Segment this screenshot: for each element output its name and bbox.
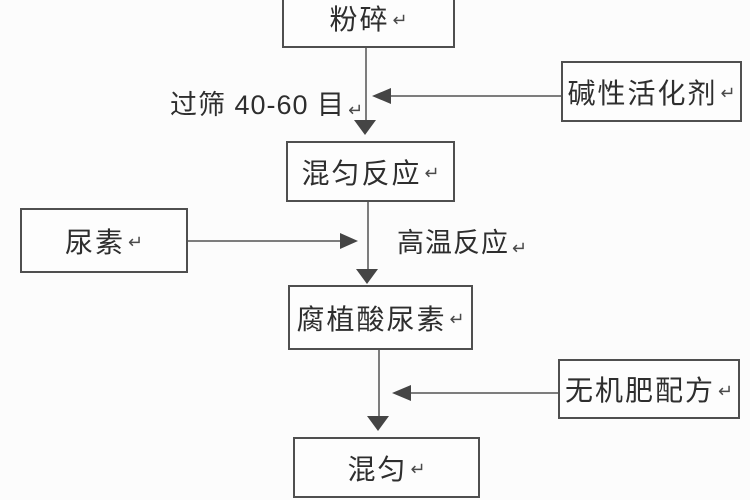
return-mark-icon: ↵: [392, 9, 408, 30]
edge-label-sieve: 过筛 40-60 目↵: [170, 83, 363, 122]
arrow-humic-to-mix-line: [378, 350, 380, 418]
edge-label-high-temp-reaction-text: 高温反应: [397, 228, 509, 258]
node-mix-reaction: 混匀反应↵: [286, 141, 455, 202]
return-mark-icon: ↵: [717, 380, 734, 401]
node-urea: 尿素↵: [20, 208, 188, 273]
arrow-down-icon: [356, 269, 378, 284]
return-mark-icon: ↵: [512, 238, 528, 258]
node-crush-label: 粉碎: [329, 4, 390, 35]
arrow-urea-to-flow-line: [188, 240, 341, 242]
arrow-left-icon: [372, 88, 391, 104]
edge-label-sieve-text: 过筛 40-60 目: [170, 90, 346, 120]
arrow-right-icon: [340, 233, 358, 249]
arrow-down-icon: [354, 120, 376, 135]
node-crush: 粉碎↵: [282, 0, 455, 48]
node-mix-reaction-label: 混匀反应: [301, 157, 422, 189]
node-mix-label: 混匀: [347, 453, 408, 485]
arrow-down-icon: [367, 416, 389, 431]
arrow-mix-reaction-to-humic-line: [367, 202, 369, 271]
return-mark-icon: ↵: [348, 100, 364, 120]
node-humic-acid-urea: 腐植酸尿素↵: [288, 285, 473, 350]
arrow-left-icon: [392, 385, 411, 401]
node-alkaline-activator: 碱性活化剂↵: [561, 61, 742, 122]
edge-label-high-temp-reaction: 高温反应↵: [397, 221, 527, 260]
arrow-inorganic-to-flow-line: [410, 392, 558, 394]
return-mark-icon: ↵: [449, 309, 465, 329]
return-mark-icon: ↵: [424, 163, 440, 183]
arrow-alkaline-to-flow-line: [390, 95, 561, 97]
node-humic-acid-urea-label: 腐植酸尿素: [296, 303, 447, 335]
node-alkaline-activator-label: 碱性活化剂: [567, 77, 718, 109]
return-mark-icon: ↵: [127, 232, 144, 252]
node-mix: 混匀↵: [293, 437, 480, 498]
node-inorganic-fertilizer-formula-label: 无机肥配方: [564, 375, 715, 406]
node-urea-label: 尿素: [64, 226, 125, 258]
return-mark-icon: ↵: [720, 83, 736, 103]
return-mark-icon: ↵: [410, 459, 426, 479]
node-inorganic-fertilizer-formula: 无机肥配方↵: [558, 359, 740, 419]
arrow-crush-to-mix-reaction-line: [365, 48, 367, 122]
